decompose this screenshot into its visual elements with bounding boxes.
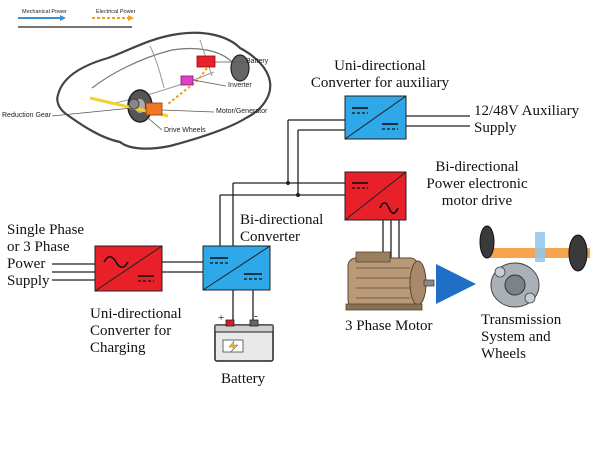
car-motor-icon — [145, 102, 163, 116]
rear-wheel — [230, 54, 250, 82]
legend — [18, 15, 134, 28]
legend-electrical-arrow-icon — [128, 15, 134, 21]
ac-wave-icon — [103, 255, 129, 269]
car-illustration — [51, 31, 272, 150]
ac-wave-icon — [379, 201, 399, 215]
car-inverter-icon — [180, 75, 194, 86]
auxiliary-supply-label: 12/48V Auxiliary Supply — [474, 103, 580, 136]
battery-positive-terminal: + — [218, 312, 225, 324]
charging-converter-label: Uni-directional Converter for Charging — [90, 306, 182, 356]
car-electrical-path — [167, 63, 211, 105]
motor-drive-label: Bi-directional Power electronic motor dr… — [426, 159, 528, 209]
car-reduction-gear-label: Reduction Gear — [2, 112, 52, 119]
car-battery-icon — [196, 55, 216, 68]
auxiliary-converter-label: Uni-directional Converter for auxiliary — [310, 58, 450, 91]
right-wheel — [568, 234, 588, 272]
car-inverter-label: Inverter — [228, 82, 252, 89]
motor-drive-block — [344, 171, 407, 221]
transmission-label: Transmission System and Wheels — [481, 312, 562, 362]
legend-mechanical-arrow-icon — [60, 15, 66, 21]
left-wheel — [479, 225, 495, 259]
battery-icon — [214, 319, 274, 362]
junction-dot — [286, 181, 290, 185]
charging-converter-block — [94, 245, 163, 292]
battery-negative-terminal: - — [254, 310, 258, 322]
car-body-outline — [56, 31, 272, 150]
car-motor-label: Motor/Generator — [216, 108, 268, 115]
three-phase-motor-image — [345, 251, 435, 311]
legend-mechanical-label: Mechanical Power — [22, 9, 67, 15]
junction-dot — [296, 193, 300, 197]
lightning-icon — [228, 340, 239, 353]
motor-label: 3 Phase Motor — [345, 318, 433, 334]
legend-electrical-label: Electrical Power — [96, 9, 136, 15]
car-gear-icon — [128, 98, 140, 110]
bidirectional-converter-block — [202, 245, 271, 291]
battery-label: Battery — [221, 371, 266, 387]
auxiliary-converter-block — [344, 95, 407, 140]
car-drive-wheels-label: Drive Wheels — [164, 127, 206, 134]
car-battery-label: Battery — [246, 58, 269, 65]
power-supply-label: Single Phase or 3 Phase Power Supply — [7, 222, 85, 289]
transmission-image — [479, 225, 590, 308]
bidirectional-converter-label: Bi-directional Converter — [240, 212, 324, 245]
